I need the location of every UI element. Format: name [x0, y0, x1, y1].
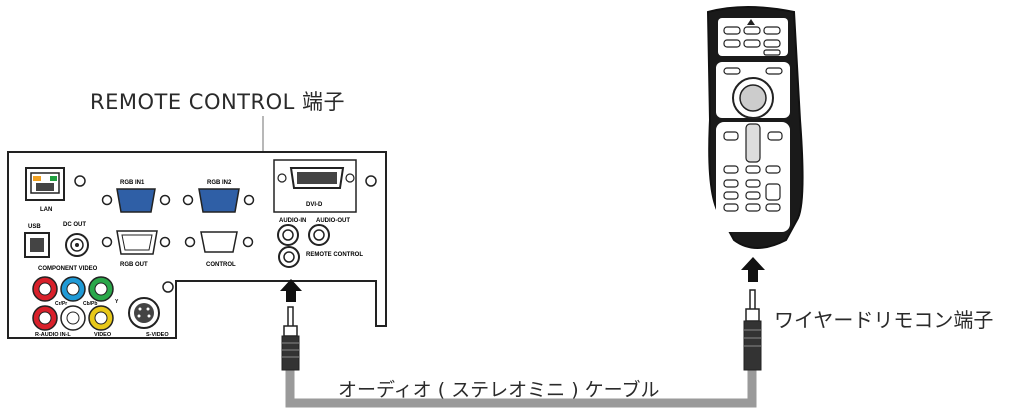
dvi-d-label: DVI-D — [306, 202, 323, 208]
s-video-label: S-VIDEO — [146, 332, 169, 338]
audio-in-label: AUDIO-IN — [279, 218, 306, 224]
wired-remote-terminal-label: ワイヤードリモコン端子 — [774, 308, 994, 332]
rgb-out-label: RGB OUT — [120, 262, 148, 268]
cr-pr-label: Cr/Pr — [55, 301, 67, 307]
r-audio-in-l-label: R-AUDIO IN-L — [35, 332, 71, 338]
rgb-in2-label: RGB IN2 — [207, 180, 232, 186]
screw-icon — [365, 175, 377, 187]
dc-out-label: DC OUT — [63, 222, 86, 228]
screw-icon — [74, 175, 86, 187]
remote-control — [706, 6, 804, 249]
lan-port: LAN — [25, 167, 65, 213]
usb-label: USB — [28, 224, 41, 230]
y-label: Y — [115, 299, 119, 305]
projector-rear-panel: LAN USB DC OUT RGB IN1 RGB IN2 — [7, 151, 387, 339]
av-jacks: R-AUDIO IN-L VIDEO — [32, 305, 114, 338]
cable-label: オーディオ ( ステレオミニ ) ケーブル — [338, 379, 660, 401]
remote-control-label: REMOTE CONTROL — [306, 252, 363, 258]
rgb-in2-port: RGB IN2 — [182, 180, 255, 213]
cb-pb-label: Cb/Pb — [83, 301, 97, 307]
remote-control-jack: REMOTE CONTROL — [278, 246, 363, 268]
screw-icon — [162, 281, 174, 293]
rgb-out-port: RGB OUT — [101, 230, 171, 268]
stereo-mini-plug-left — [281, 306, 300, 371]
audio-cable — [285, 370, 757, 408]
remote-control-terminal-label: REMOTE CONTROL 端子 — [90, 90, 346, 114]
component-jacks: Cr/Pr Cb/Pb Y — [32, 276, 119, 307]
rgb-in1-port: RGB IN1 — [101, 180, 171, 213]
usb-port: USB — [24, 224, 50, 258]
stereo-mini-plug-right — [743, 289, 762, 371]
s-video-port: S-VIDEO — [128, 297, 169, 338]
video-label: VIDEO — [94, 332, 112, 338]
triangle-icon — [747, 19, 755, 25]
audio-out-jack: AUDIO-OUT — [308, 218, 350, 246]
lan-label: LAN — [40, 207, 52, 213]
rgb-in1-label: RGB IN1 — [120, 180, 145, 186]
arrow-up-icon — [280, 279, 302, 302]
component-video-label: COMPONENT VIDEO — [38, 266, 98, 272]
control-port: CONTROL — [184, 231, 254, 268]
audio-out-label: AUDIO-OUT — [316, 218, 350, 224]
dvi-d-port: DVI-D — [273, 159, 357, 213]
audio-in-jack: AUDIO-IN — [277, 218, 306, 246]
arrow-up-icon — [741, 257, 765, 282]
dc-out-port: DC OUT — [63, 222, 89, 257]
control-label: CONTROL — [206, 262, 236, 268]
